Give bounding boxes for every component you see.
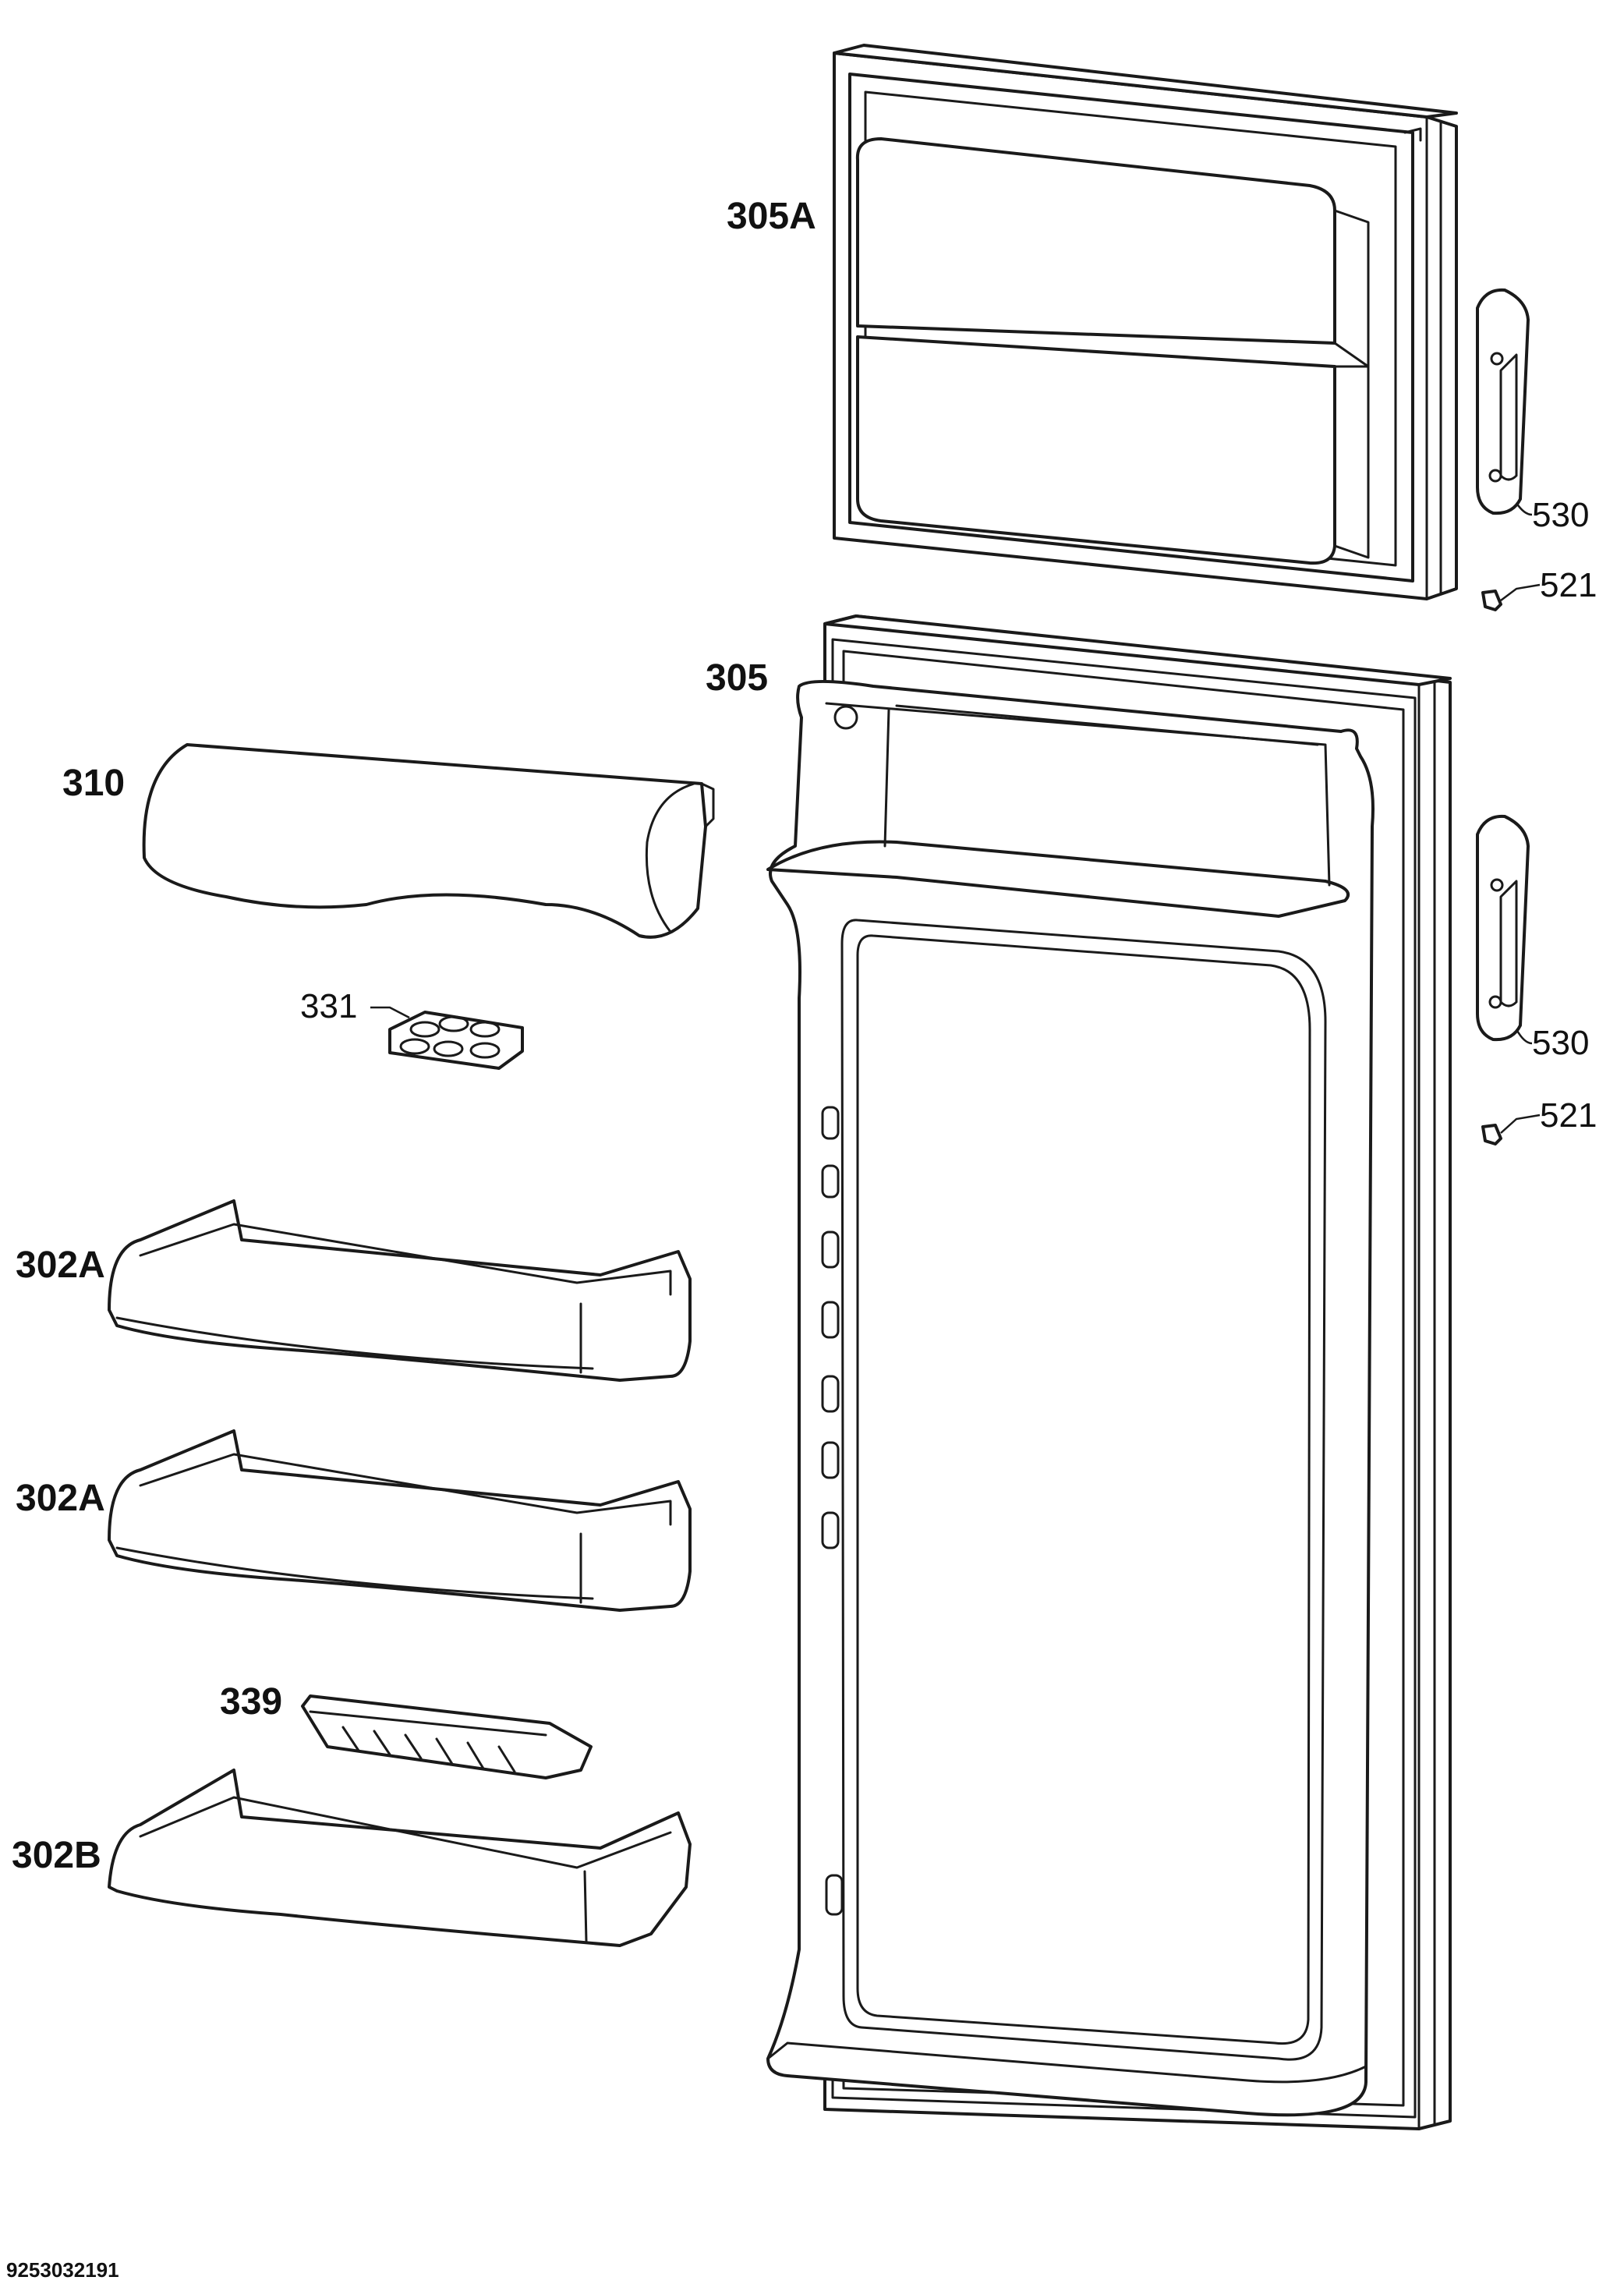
- label-530-upper: 530: [1532, 496, 1589, 534]
- handle-530-upper: [1476, 288, 1530, 515]
- label-530-lower: 530: [1532, 1024, 1589, 1062]
- fridge-door-305: [766, 614, 1452, 2130]
- handle-530-lower: [1476, 814, 1530, 1042]
- label-305: 305: [706, 657, 768, 699]
- leader-521-upper: [1500, 583, 1541, 601]
- label-521-lower: 521: [1540, 1096, 1597, 1135]
- screw-521-upper: [1481, 590, 1502, 611]
- screw-521-lower: [1481, 1124, 1502, 1146]
- label-331: 331: [300, 987, 357, 1025]
- drawing-number: 9253032191: [6, 2258, 119, 2282]
- label-310: 310: [62, 763, 125, 804]
- dairy-lid-310: [142, 743, 715, 939]
- label-521-upper: 521: [1540, 566, 1597, 604]
- label-302B: 302B: [12, 1835, 101, 1876]
- bottle-shelf-302B: [108, 1769, 692, 1947]
- freezer-door-305A: [833, 44, 1458, 600]
- balcony-shelf-302A-upper: [108, 1199, 692, 1382]
- label-339: 339: [220, 1681, 282, 1723]
- bottle-holder-339: [301, 1694, 593, 1779]
- label-302A-middle: 302A: [16, 1478, 105, 1519]
- leader-521-lower: [1500, 1114, 1541, 1134]
- leader-331: [370, 1006, 410, 1019]
- leader-530-lower: [1515, 1029, 1533, 1045]
- label-302A-upper: 302A: [16, 1245, 105, 1286]
- egg-tray-331: [388, 1011, 524, 1070]
- leader-530-upper: [1515, 502, 1533, 516]
- balcony-shelf-302A-middle: [108, 1429, 692, 1612]
- label-305A: 305A: [727, 196, 816, 237]
